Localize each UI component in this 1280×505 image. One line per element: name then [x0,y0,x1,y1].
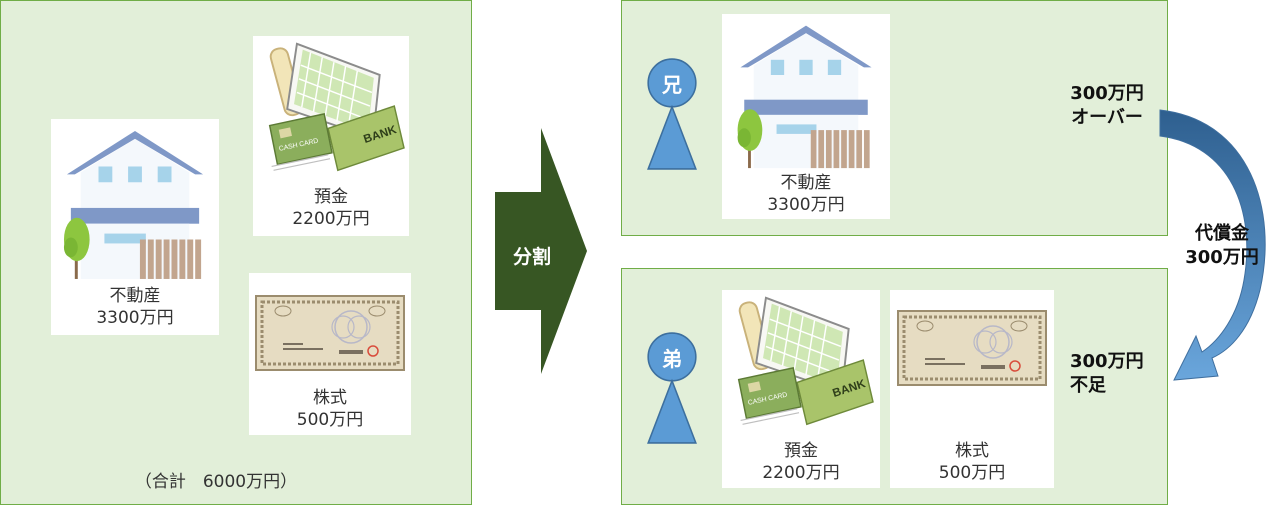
older-brother-real-estate-card: 不動産 3300万円 [722,14,890,219]
real-estate-amount: 3300万円 [767,195,845,215]
bank-book-card-icon [255,36,407,182]
real-estate-card: 不動産 3300万円 [51,119,219,335]
total-label: （合計 6000万円） [134,472,298,492]
deposit-card: 預金 2200万円 [253,36,409,236]
deposit-amount: 2200万円 [762,463,840,483]
shortage-amount: 300万円 [1070,351,1144,372]
real-estate-amount: 3300万円 [96,308,174,328]
real-estate-label: 不動産 [109,286,161,306]
real-estate-label: 不動産 [780,173,832,193]
deposit-label: 預金 [784,441,818,461]
stock-certificate-icon [255,295,405,371]
split-arrow-icon [495,128,587,374]
over-label: オーバー [1071,107,1143,128]
house-icon [61,123,209,281]
over-amount: 300万円 [1070,83,1144,104]
bank-book-card-icon [724,290,876,436]
stocks-amount: 500万円 [938,463,1006,483]
younger-brother-label: 弟 [662,347,682,371]
younger-brother-deposit-card: 預金 2200万円 [722,290,880,488]
shortage-label: 不足 [1070,375,1106,396]
inheritance-estate-panel: 不動産 3300万円 預金 2200万円 株式 500万円 （合計 6000万円… [0,0,472,505]
older-brother-label: 兄 [662,73,682,97]
stock-certificate-icon [897,310,1047,386]
split-arrow-label: 分割 [512,246,551,268]
stocks-card: 株式 500万円 [249,273,411,435]
older-brother-figure: 兄 [646,57,698,171]
compensation-label: 代償金 [1195,223,1249,244]
older-brother-panel: 兄 不動産 3300万円 [621,0,1168,236]
deposit-label: 預金 [314,187,348,207]
younger-brother-figure: 弟 [646,331,698,445]
stocks-label: 株式 [313,388,347,408]
compensation-curve-arrow-icon [1159,109,1266,381]
shortage-annotation: 300万円 不足 [1070,350,1170,398]
younger-brother-stocks-card: 株式 500万円 [890,290,1054,488]
deposit-amount: 2200万円 [292,209,370,229]
over-annotation: 300万円 オーバー [1052,82,1162,130]
stocks-amount: 500万円 [296,410,364,430]
younger-brother-panel: 弟 預金 2200万円 株式 500万円 [621,268,1168,505]
compensation-amount: 300万円 [1185,247,1259,268]
stocks-label: 株式 [955,441,989,461]
compensation-annotation: 代償金 300万円 [1172,222,1272,270]
house-icon [732,18,880,170]
